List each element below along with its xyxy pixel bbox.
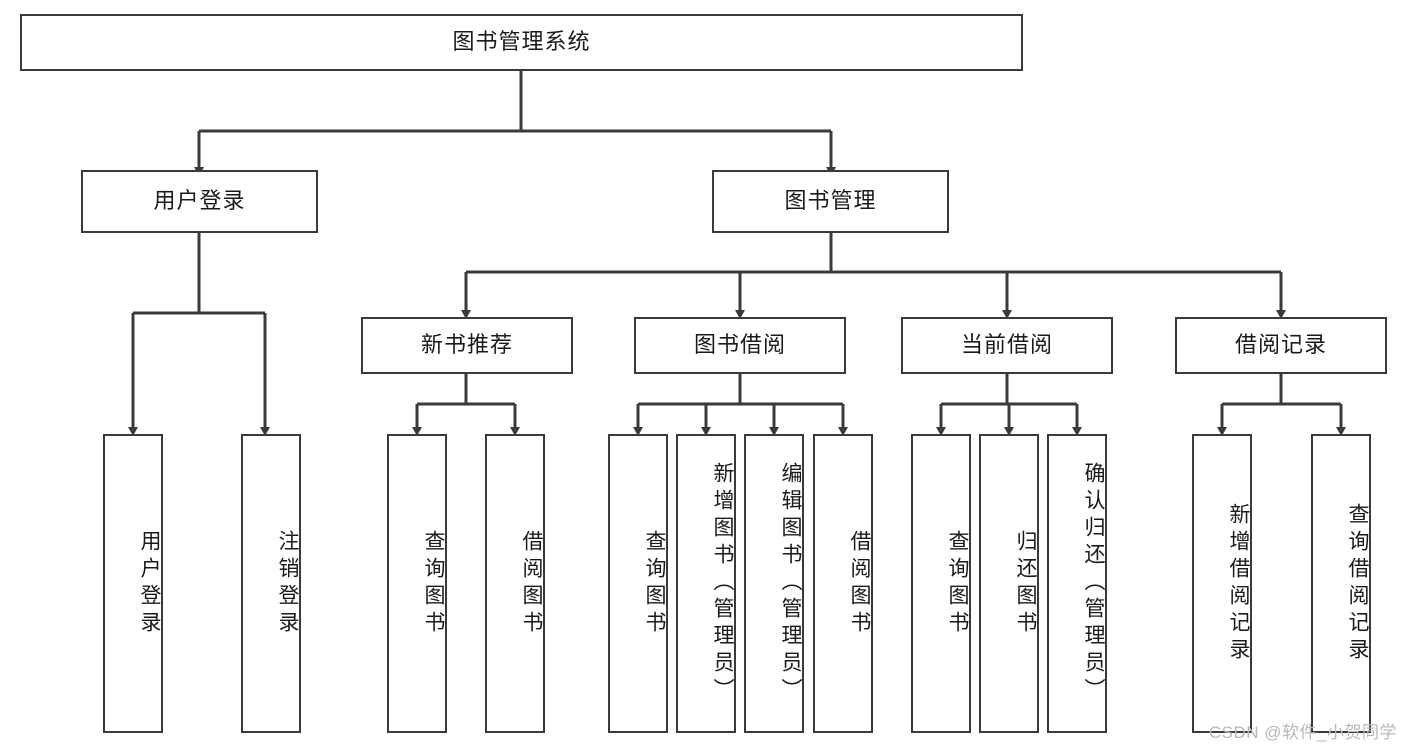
- node-new-book-rec[interactable]: 新书推荐: [361, 317, 573, 374]
- node-leaf-add-book-label: 新增图书（管理员）: [711, 462, 734, 705]
- node-borrow-record-label: 借阅记录: [1234, 332, 1327, 358]
- node-leaf-query-book-1[interactable]: 查询图书: [387, 434, 447, 733]
- node-leaf-borrow-book-2-label: 借阅图书: [848, 529, 871, 638]
- node-leaf-edit-book-label: 编辑图书（管理员）: [779, 462, 802, 705]
- node-leaf-query-book-3[interactable]: 查询图书: [911, 434, 971, 733]
- node-root-label: 图书管理系统: [452, 29, 591, 55]
- node-current-borrow-label: 当前借阅: [960, 332, 1053, 358]
- node-leaf-edit-book[interactable]: 编辑图书（管理员）: [744, 434, 804, 733]
- node-leaf-query-record-label: 查询借阅记录: [1346, 502, 1369, 665]
- node-new-book-rec-label: 新书推荐: [420, 332, 513, 358]
- node-leaf-query-book-2[interactable]: 查询图书: [608, 434, 668, 733]
- node-book-manage-label: 图书管理: [784, 188, 877, 214]
- node-leaf-add-record[interactable]: 新增借阅记录: [1192, 434, 1252, 733]
- node-user-login-label: 用户登录: [153, 188, 246, 214]
- node-leaf-confirm-return[interactable]: 确认归还（管理员）: [1047, 434, 1107, 733]
- node-user-login[interactable]: 用户登录: [81, 170, 318, 233]
- node-leaf-borrow-book-1-label: 借阅图书: [520, 529, 543, 638]
- node-leaf-add-record-label: 新增借阅记录: [1227, 502, 1250, 665]
- node-leaf-logout-label: 注销登录: [276, 529, 299, 638]
- node-book-manage[interactable]: 图书管理: [712, 170, 949, 233]
- node-leaf-borrow-book-2[interactable]: 借阅图书: [813, 434, 873, 733]
- node-leaf-add-book[interactable]: 新增图书（管理员）: [676, 434, 736, 733]
- node-current-borrow[interactable]: 当前借阅: [901, 317, 1113, 374]
- node-leaf-query-book-1-label: 查询图书: [422, 529, 445, 638]
- node-leaf-query-book-3-label: 查询图书: [946, 529, 969, 638]
- node-borrow-record[interactable]: 借阅记录: [1175, 317, 1387, 374]
- node-root[interactable]: 图书管理系统: [20, 14, 1023, 71]
- node-leaf-query-record[interactable]: 查询借阅记录: [1311, 434, 1371, 733]
- node-leaf-return-book-label: 归还图书: [1014, 529, 1037, 638]
- node-leaf-borrow-book-1[interactable]: 借阅图书: [485, 434, 545, 733]
- node-leaf-return-book[interactable]: 归还图书: [979, 434, 1039, 733]
- node-leaf-user-login[interactable]: 用户登录: [103, 434, 163, 733]
- node-book-borrow[interactable]: 图书借阅: [634, 317, 846, 374]
- node-leaf-logout[interactable]: 注销登录: [241, 434, 301, 733]
- node-leaf-query-book-2-label: 查询图书: [643, 529, 666, 638]
- node-leaf-user-login-label: 用户登录: [138, 529, 161, 638]
- node-leaf-confirm-return-label: 确认归还（管理员）: [1082, 462, 1105, 705]
- node-book-borrow-label: 图书借阅: [693, 332, 786, 358]
- watermark-text: CSDN @软件_小贺同学: [1208, 723, 1397, 742]
